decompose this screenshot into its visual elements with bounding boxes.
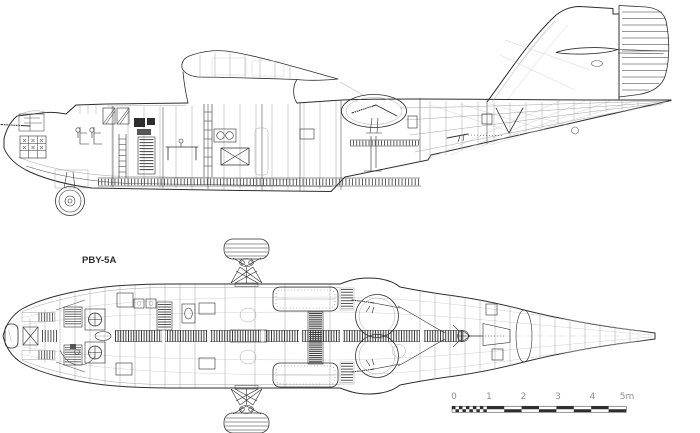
blister-rings: [351, 294, 446, 378]
toilet: [184, 307, 193, 320]
plan-frames: [29, 284, 631, 388]
wheel-well: [239, 349, 257, 365]
scale-label-4: 4: [590, 392, 596, 402]
bow-hatch: [22, 326, 39, 346]
instrument-box: [134, 118, 145, 127]
scale-ruler: [451, 405, 627, 413]
plan-tail: [452, 303, 533, 363]
plan-view: [2, 238, 656, 433]
gear-struts: [230, 257, 263, 284]
gear-bay: [229, 329, 268, 343]
scale-label-2: 2: [521, 392, 527, 402]
plan-cockpit: [63, 306, 112, 366]
pylon-structure: [203, 104, 213, 177]
fin-base-section: [515, 309, 533, 363]
spar-walkway: [307, 311, 324, 365]
side-hull-outline: [3, 98, 672, 192]
waist-blister: [341, 94, 420, 172]
main-wheel-top: [223, 238, 270, 260]
scale-label-5: 5m: [620, 392, 635, 402]
control-yoke: [75, 127, 81, 133]
tail-bumper: [571, 126, 579, 135]
bulkhead-door: [254, 127, 269, 176]
bow-turret-ring: [4, 323, 19, 349]
title-label: PBY-5A: [82, 255, 116, 266]
pilot-seat: [84, 308, 106, 331]
nose-turret: [0, 110, 48, 159]
ladder: [118, 134, 127, 178]
radio-rack: [137, 136, 156, 175]
rudder-ribs: [622, 11, 670, 91]
navigator-table: [165, 146, 199, 161]
table: [116, 292, 134, 308]
scale-label-1: 1: [486, 392, 492, 402]
gun-pedestal: [364, 117, 382, 172]
blister-ring-bottom: [355, 334, 399, 378]
wing-fuel-tank: [251, 60, 285, 77]
equipment-rack: [156, 301, 173, 331]
tunnel-hatch: [482, 323, 511, 346]
plan-bow: [4, 299, 86, 373]
horizontal-stabilizer: [555, 47, 668, 67]
pylon-rear-fairing: [293, 79, 298, 104]
side-interior: [98, 98, 669, 191]
crate: [220, 147, 250, 166]
scale-label-0: 0: [451, 392, 457, 402]
nosewheel-well: [54, 169, 89, 189]
rear-window: [481, 113, 493, 125]
scale-label-3: 3: [555, 392, 561, 402]
wing-section: [181, 50, 366, 104]
pylon-front-edge: [182, 71, 189, 104]
control-yoke: [89, 127, 95, 133]
bunk: [272, 286, 339, 312]
landing-gear-top: [223, 238, 270, 287]
plan-cabin: [59, 292, 216, 376]
blister-gun-barrel: [351, 104, 377, 114]
catwalk: [115, 329, 471, 343]
wing-fuel-tank: [211, 57, 247, 76]
bunk: [272, 362, 339, 388]
instrument-box: [147, 118, 155, 125]
pilot-seats: [79, 127, 102, 145]
cockpit: [65, 104, 102, 145]
wheel-well: [239, 307, 257, 323]
aft-cabin: [272, 286, 355, 388]
floor-line: [98, 177, 421, 187]
landing-gear-bottom: [223, 307, 270, 433]
copilot-seat: [84, 341, 106, 364]
tunnel-gun: [446, 133, 469, 139]
blister-ring-top: [355, 294, 399, 338]
tail-brace: [495, 107, 524, 134]
side-view: [0, 5, 672, 216]
scale-bar: 0 1 2 3 4 5m: [451, 392, 635, 413]
tail-fin: [486, 6, 620, 103]
ammo-boxes: [19, 135, 47, 159]
nose-wheel: [54, 169, 89, 216]
main-wheel-bottom: [223, 412, 270, 433]
rudder: [618, 5, 670, 98]
